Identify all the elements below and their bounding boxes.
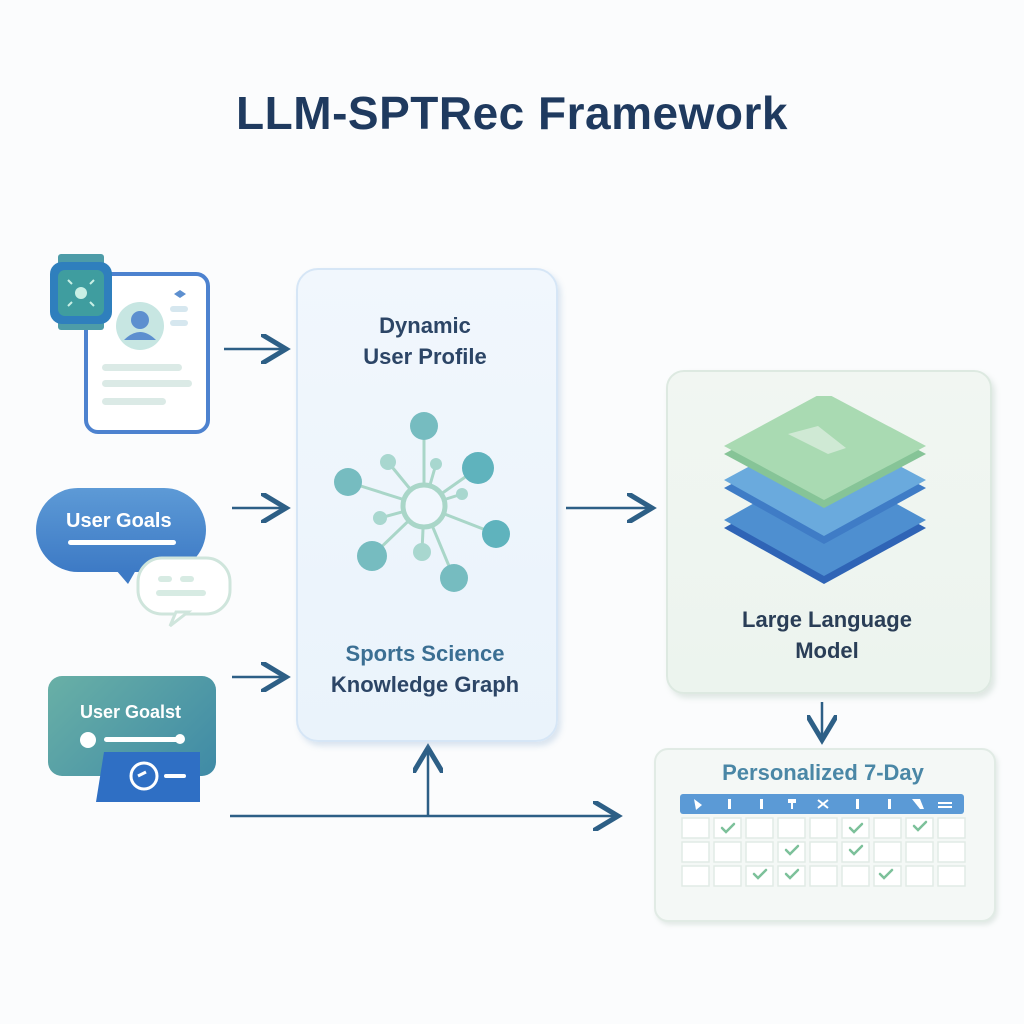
profile-line-1: Dynamic — [379, 313, 471, 338]
profile-line-2: User Profile — [363, 344, 487, 369]
llm-line-2: Model — [795, 638, 859, 663]
sports-science-graph-label: Sports Science Knowledge Graph — [296, 638, 554, 700]
llm-line-1: Large Language — [742, 607, 912, 632]
knowledge-graph-icon — [334, 412, 510, 592]
diagram-title: LLM-SPTRec Framework — [236, 87, 788, 139]
model-layers-icon — [724, 396, 926, 584]
goal-tracker-icon — [80, 732, 200, 802]
user-goals-card-label: User Goalst — [80, 702, 182, 722]
wearable-device-icon — [50, 254, 210, 434]
plan-title: Personalized 7-Day — [722, 760, 924, 785]
speech-bubble-icon — [68, 540, 232, 628]
graph-line-1: Sports Science — [345, 641, 505, 666]
user-goals-label: User Goals — [66, 510, 172, 532]
dynamic-user-profile-label: Dynamic User Profile — [296, 310, 554, 372]
calendar-grid-icon — [680, 794, 966, 887]
graph-line-2: Knowledge Graph — [330, 672, 520, 697]
llm-label: Large Language Model — [666, 604, 988, 666]
